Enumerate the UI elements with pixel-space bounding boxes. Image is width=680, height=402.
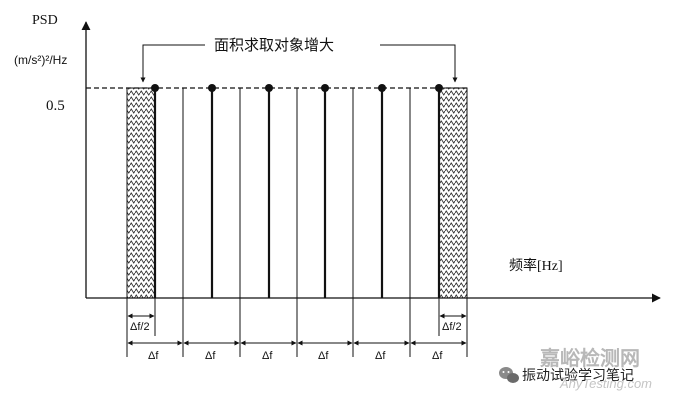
callout-arrow-left [140,44,205,83]
hatched-band-left [126,87,156,299]
watermark-logo: 嘉峪检测网 [539,346,640,370]
band-boundaries [182,88,411,298]
y-tick-value: 0.5 [46,98,65,114]
band-width-labels: Δf Δf Δf Δf Δf Δf [148,350,443,362]
callout-arrow-right [380,44,458,83]
diagram-title: 面积求取对象增大 [214,37,334,54]
band-width-label: Δf [432,350,443,362]
watermark-caption: 振动试验学习笔记 [522,368,634,384]
psd-point [321,84,329,92]
band-width-label: Δf [262,350,273,362]
hatched-band-right [438,87,468,299]
psd-points [151,84,443,92]
y-axis-label: PSD [32,13,58,28]
band-width-label: Δf [375,350,386,362]
psd-point [435,84,443,92]
x-axis-label: 频率[Hz] [509,257,563,274]
title-callout-arrows [140,44,458,83]
band-width-label: Δf [205,350,216,362]
wechat-icon [499,367,519,383]
psd-point [208,84,216,92]
spectral-lines [153,88,441,298]
band-width-label: Δf [318,350,329,362]
dimension-guides [126,298,468,357]
half-band-label-left: Δf/2 [130,321,150,333]
watermark-sub: AnyTesting.com [559,376,652,391]
psd-point [151,84,159,92]
y-axis-unit: (m/s²)²/Hz [14,53,67,67]
psd-point [378,84,386,92]
band-width-label: Δf [148,350,159,362]
half-band-label-right: Δf/2 [442,321,462,333]
psd-point [265,84,273,92]
